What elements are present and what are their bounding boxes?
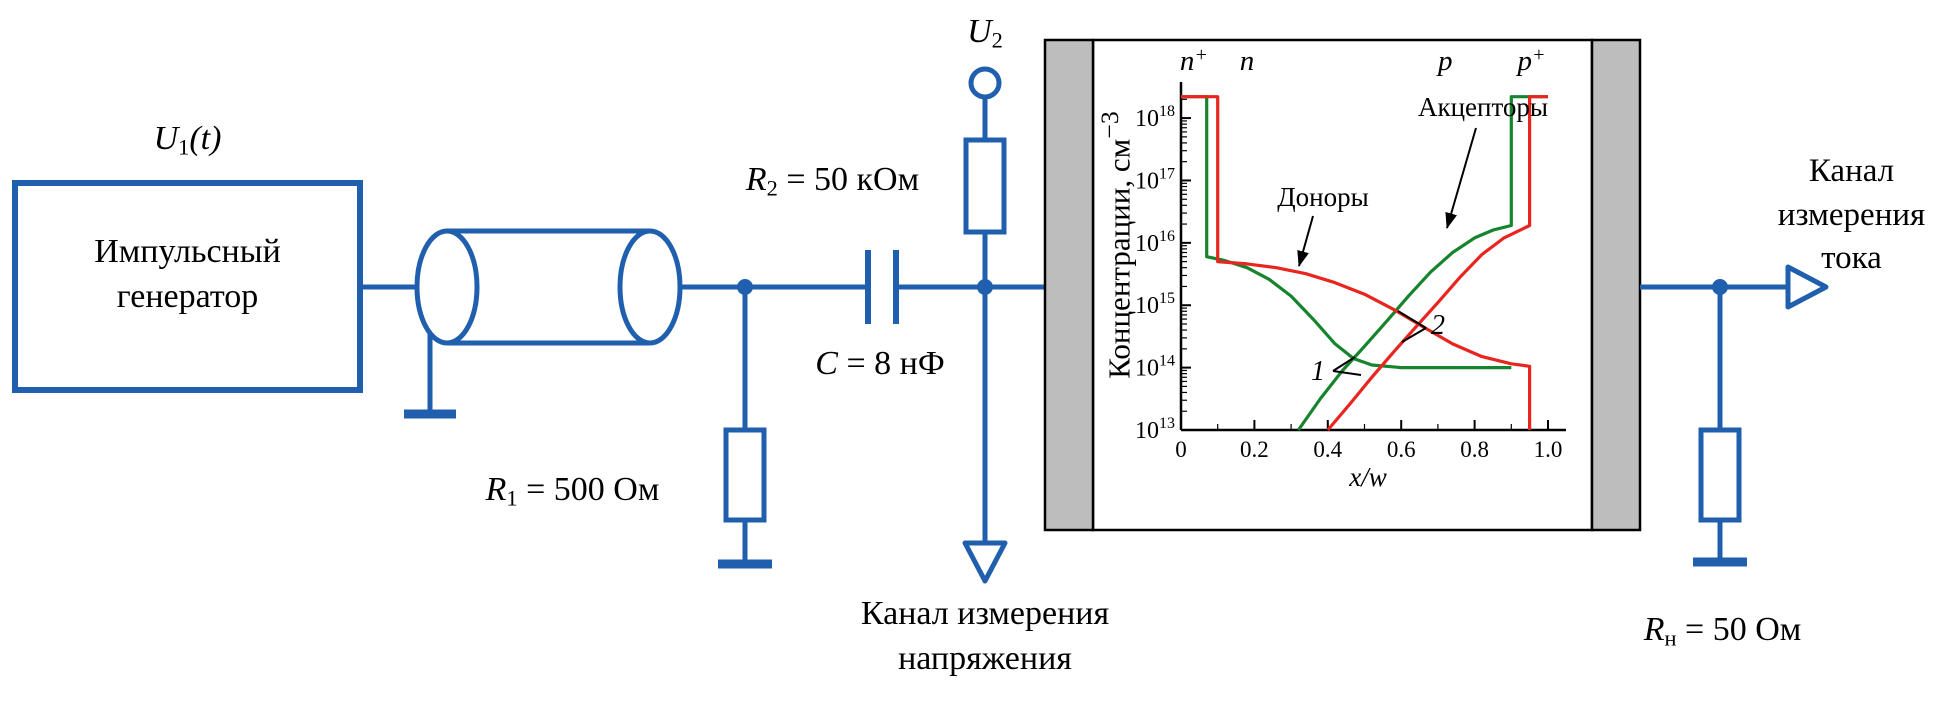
pulse-generator-box — [12, 180, 363, 393]
c-var: C — [815, 345, 838, 382]
u2-sub: 2 — [991, 27, 1003, 53]
donors-annotation-arrow — [1297, 215, 1314, 267]
rn-var: R — [1643, 611, 1665, 648]
y-tick-label: 1017 — [1135, 165, 1175, 194]
curve-acceptors-structure-2 — [1326, 95, 1548, 432]
current-channel-line3: тока — [1821, 240, 1882, 277]
r1-var: R — [485, 471, 507, 508]
acceptors-annotation-arrow — [1445, 127, 1477, 229]
current-channel-arrow — [1785, 264, 1829, 310]
x-tick-label: 0 — [1175, 437, 1187, 462]
x-tick-label: 0.4 — [1313, 437, 1342, 462]
r1-sub: 1 — [506, 485, 518, 511]
x-tick-label: 0.8 — [1460, 437, 1489, 462]
coax-right-end — [617, 228, 683, 346]
y-tick-label: 1018 — [1135, 103, 1175, 132]
r1-rest: = 500 Ом — [517, 471, 660, 508]
r1-label: R1 = 500 Ом — [460, 468, 685, 513]
chart-x-axis-label: x/w — [1348, 462, 1387, 492]
generator-label-line2: генератор — [116, 277, 259, 315]
device-electrode-right — [1590, 38, 1642, 532]
curve-2-annotation-lines — [1397, 310, 1427, 343]
current-channel-line2: измерения — [1777, 196, 1926, 233]
u1-rest: (t) — [189, 120, 222, 157]
region-label-n-plus: n+ — [1180, 44, 1208, 77]
r2-var: R — [745, 161, 767, 198]
generator-label: Импульсный генератор — [15, 230, 360, 320]
x-tick-label: 0.2 — [1240, 437, 1269, 462]
u2-var: U — [967, 13, 992, 50]
curve-donors-structure-2 — [1181, 95, 1532, 430]
rn-resistor-body — [1698, 427, 1742, 523]
region-label-p-plus: p+ — [1515, 44, 1545, 77]
r1-resistor-body — [723, 427, 767, 523]
curve-1-annotation-lines — [1332, 356, 1362, 376]
region-label-p: p — [1436, 45, 1453, 77]
voltage-channel-arrow — [962, 540, 1008, 584]
donors-annotation: Доноры — [1277, 182, 1369, 212]
x-tick-label: 0.6 — [1387, 437, 1416, 462]
r2-resistor-body — [963, 137, 1007, 235]
voltage-channel-line1: Канал измерения — [860, 595, 1110, 632]
rn-label: Rн = 50 Ом — [1590, 608, 1855, 653]
c-label: C = 8 нФ — [790, 342, 970, 387]
device-electrode-left — [1043, 38, 1095, 532]
current-channel-label: Канал измерения тока — [1768, 150, 1935, 281]
curve-1-annotation: 1 — [1311, 356, 1325, 387]
coax-left-end — [414, 228, 480, 346]
u1-label: U1(t) — [105, 117, 270, 162]
u1-var: U — [153, 120, 179, 157]
y-tick-label: 1015 — [1135, 290, 1175, 319]
current-channel-line1: Канал — [1808, 153, 1895, 189]
rn-sub: н — [1664, 625, 1677, 651]
curve-2-annotation: 2 — [1431, 310, 1445, 341]
u1-sub: 1 — [178, 134, 190, 160]
x-tick-label: 1.0 — [1534, 437, 1563, 462]
r2-rest: = 50 кОм — [777, 161, 920, 198]
acceptors-annotation: Акцепторы — [1418, 92, 1548, 122]
c-rest: = 8 нФ — [837, 345, 945, 382]
rn-rest: = 50 Ом — [1676, 611, 1802, 648]
u2-terminal-circle — [968, 66, 1002, 100]
region-label-n: n — [1240, 45, 1255, 77]
generator-label-line1: Импульсный — [94, 233, 281, 270]
y-tick-label: 1016 — [1135, 228, 1175, 257]
r2-label: R2 = 50 кОм — [715, 158, 950, 203]
curve-donors-structure-1 — [1181, 95, 1512, 370]
voltage-channel-label: Канал измерения напряжения — [820, 592, 1150, 682]
r2-sub: 2 — [766, 175, 778, 201]
voltage-channel-line2: напряжения — [898, 639, 1072, 677]
y-tick-label: 1013 — [1135, 415, 1175, 444]
y-tick-label: 1014 — [1135, 353, 1175, 382]
curve-acceptors-structure-1 — [1297, 95, 1548, 431]
u2-label: U2 — [945, 10, 1025, 55]
